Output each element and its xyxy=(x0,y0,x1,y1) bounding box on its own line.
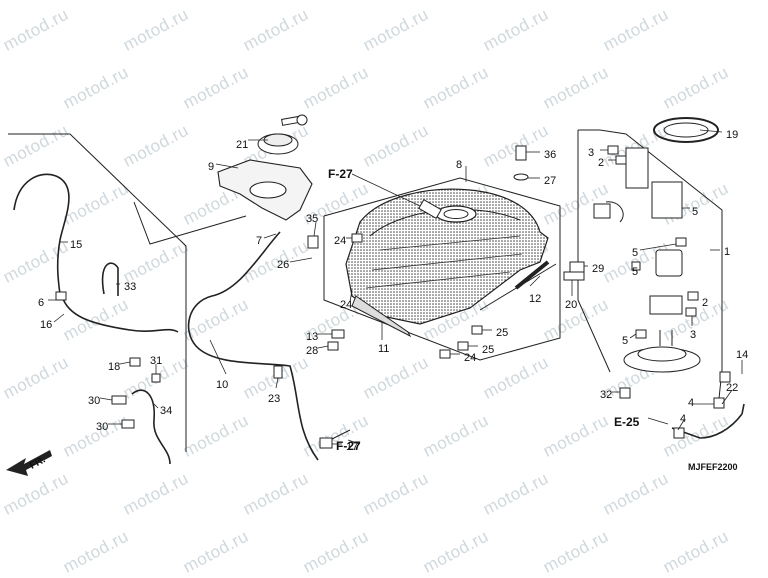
hoses xyxy=(13,173,745,465)
callout-34: 34 xyxy=(160,405,173,417)
callout-32: 32 xyxy=(600,389,613,401)
callout-9: 9 xyxy=(208,161,215,173)
callout-15: 15 xyxy=(70,239,83,251)
callout-36: 36 xyxy=(544,149,557,161)
callout-27: 27 xyxy=(544,175,557,187)
callout-2b: 2 xyxy=(702,297,709,309)
callout-19: 19 xyxy=(726,129,739,141)
filler-surround xyxy=(217,159,313,221)
callout-24c: 24 xyxy=(464,352,477,364)
ref-f27: F-27 xyxy=(328,167,353,181)
callout-7: 7 xyxy=(256,235,263,247)
callout-25b: 25 xyxy=(482,344,495,356)
callout-35: 35 xyxy=(306,213,319,225)
callout-30a: 30 xyxy=(88,395,101,407)
callout-30b: 30 xyxy=(96,421,109,433)
callout-5c: 5 xyxy=(632,266,639,278)
callout-11: 11 xyxy=(378,343,390,355)
callout-17: 17 xyxy=(346,441,359,453)
callout-14: 14 xyxy=(736,349,749,361)
callout-3a: 3 xyxy=(588,147,595,159)
diagram-code: MJFEF2200 xyxy=(688,462,738,472)
callout-18: 18 xyxy=(108,361,121,373)
callout-1: 1 xyxy=(724,246,731,258)
callout-33: 33 xyxy=(124,281,137,293)
callout-4b: 4 xyxy=(680,413,687,425)
callout-16: 16 xyxy=(40,319,53,331)
callout-24b: 24 xyxy=(340,299,353,311)
callout-22: 22 xyxy=(726,382,739,394)
ref-e25: E-25 xyxy=(614,415,640,429)
callout-23: 23 xyxy=(268,393,281,405)
callout-26: 26 xyxy=(277,259,290,271)
fuel-tank xyxy=(345,188,549,338)
callout-13: 13 xyxy=(306,331,319,343)
callout-8: 8 xyxy=(456,159,463,171)
callout-24a: 24 xyxy=(334,235,347,247)
callout-4a: 4 xyxy=(688,397,695,409)
callout-3b: 3 xyxy=(690,329,697,341)
callout-28: 28 xyxy=(306,345,319,357)
callout-6: 6 xyxy=(38,297,45,309)
callout-2a: 2 xyxy=(598,157,605,169)
callout-29: 29 xyxy=(592,263,605,275)
callout-5d: 5 xyxy=(622,335,629,347)
fr-arrow-icon xyxy=(6,450,52,476)
callout-10: 10 xyxy=(216,379,229,391)
callout-5b: 5 xyxy=(632,247,639,259)
leader-lines xyxy=(48,129,743,445)
callout-12: 12 xyxy=(529,293,542,305)
ref-f27-b: F-27 xyxy=(336,439,361,453)
callout-5a: 5 xyxy=(692,206,699,218)
fuel-pump xyxy=(593,117,719,373)
filler-cap xyxy=(257,114,308,155)
callout-21: 21 xyxy=(236,139,249,151)
callout-25a: 25 xyxy=(496,327,509,339)
callout-31: 31 xyxy=(150,355,163,367)
callout-20: 20 xyxy=(565,299,578,311)
